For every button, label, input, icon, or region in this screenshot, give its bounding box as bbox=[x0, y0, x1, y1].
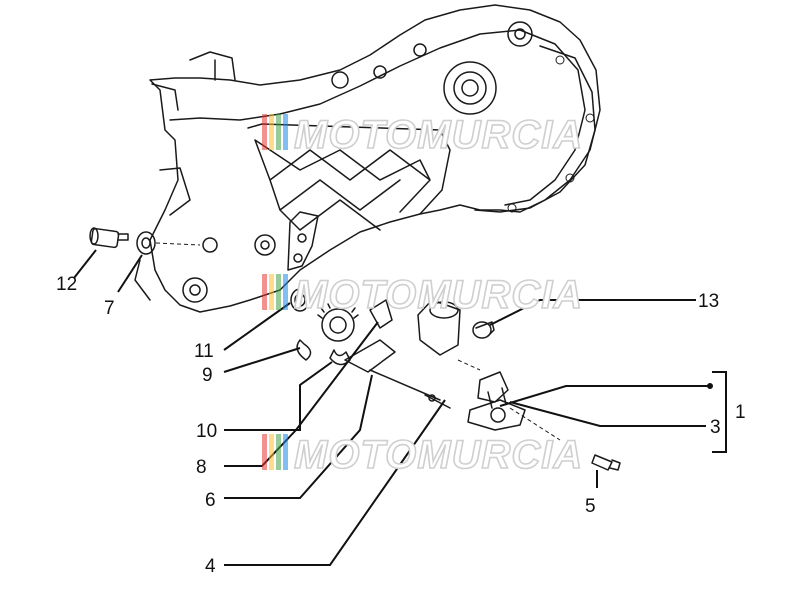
kickstart-lever-part-6 bbox=[344, 339, 441, 401]
gear-part-12 bbox=[317, 301, 359, 366]
spring-part-9 bbox=[296, 339, 312, 361]
callout-7: 7 bbox=[104, 298, 115, 319]
watermark-text: MOTOMURCIA bbox=[294, 273, 583, 317]
callout-4: 4 bbox=[205, 556, 216, 577]
callout-8: 12 bbox=[56, 274, 77, 295]
kickstart-assembly-part-1 bbox=[467, 371, 561, 441]
watermark-top: MOTOMURCIA bbox=[262, 112, 583, 158]
dowel-pin-part-8 bbox=[89, 227, 129, 249]
callout-3: 3 bbox=[710, 417, 721, 438]
starter-shoe-part-10 bbox=[369, 299, 393, 329]
callout-labels: 12 7 11 9 10 8 6 4 13 3 1 5 bbox=[56, 274, 746, 577]
watermark-text: MOTOMURCIA bbox=[294, 113, 583, 157]
callout-9: 9 bbox=[202, 365, 213, 386]
watermark-text: MOTOMURCIA bbox=[294, 433, 583, 477]
callout-13: 13 bbox=[698, 291, 719, 312]
watermark-bottom: MOTOMURCIA bbox=[262, 432, 583, 478]
crankcase-housing bbox=[134, 4, 601, 313]
washer-part-7 bbox=[136, 231, 201, 255]
watermark-middle: MOTOMURCIA bbox=[262, 272, 583, 318]
bolt-part-5 bbox=[591, 454, 621, 471]
clip-part-13 bbox=[472, 321, 495, 339]
shaft-sleeve-part-4 bbox=[417, 299, 481, 409]
callout-11: 11 bbox=[194, 341, 214, 362]
callout-1: 1 bbox=[735, 402, 746, 423]
callout-5: 5 bbox=[585, 496, 596, 517]
callout-6: 6 bbox=[205, 490, 216, 511]
seal-ring-part-11 bbox=[290, 288, 310, 312]
callout-12: 10 bbox=[196, 421, 217, 442]
callout-10: 8 bbox=[196, 457, 207, 478]
